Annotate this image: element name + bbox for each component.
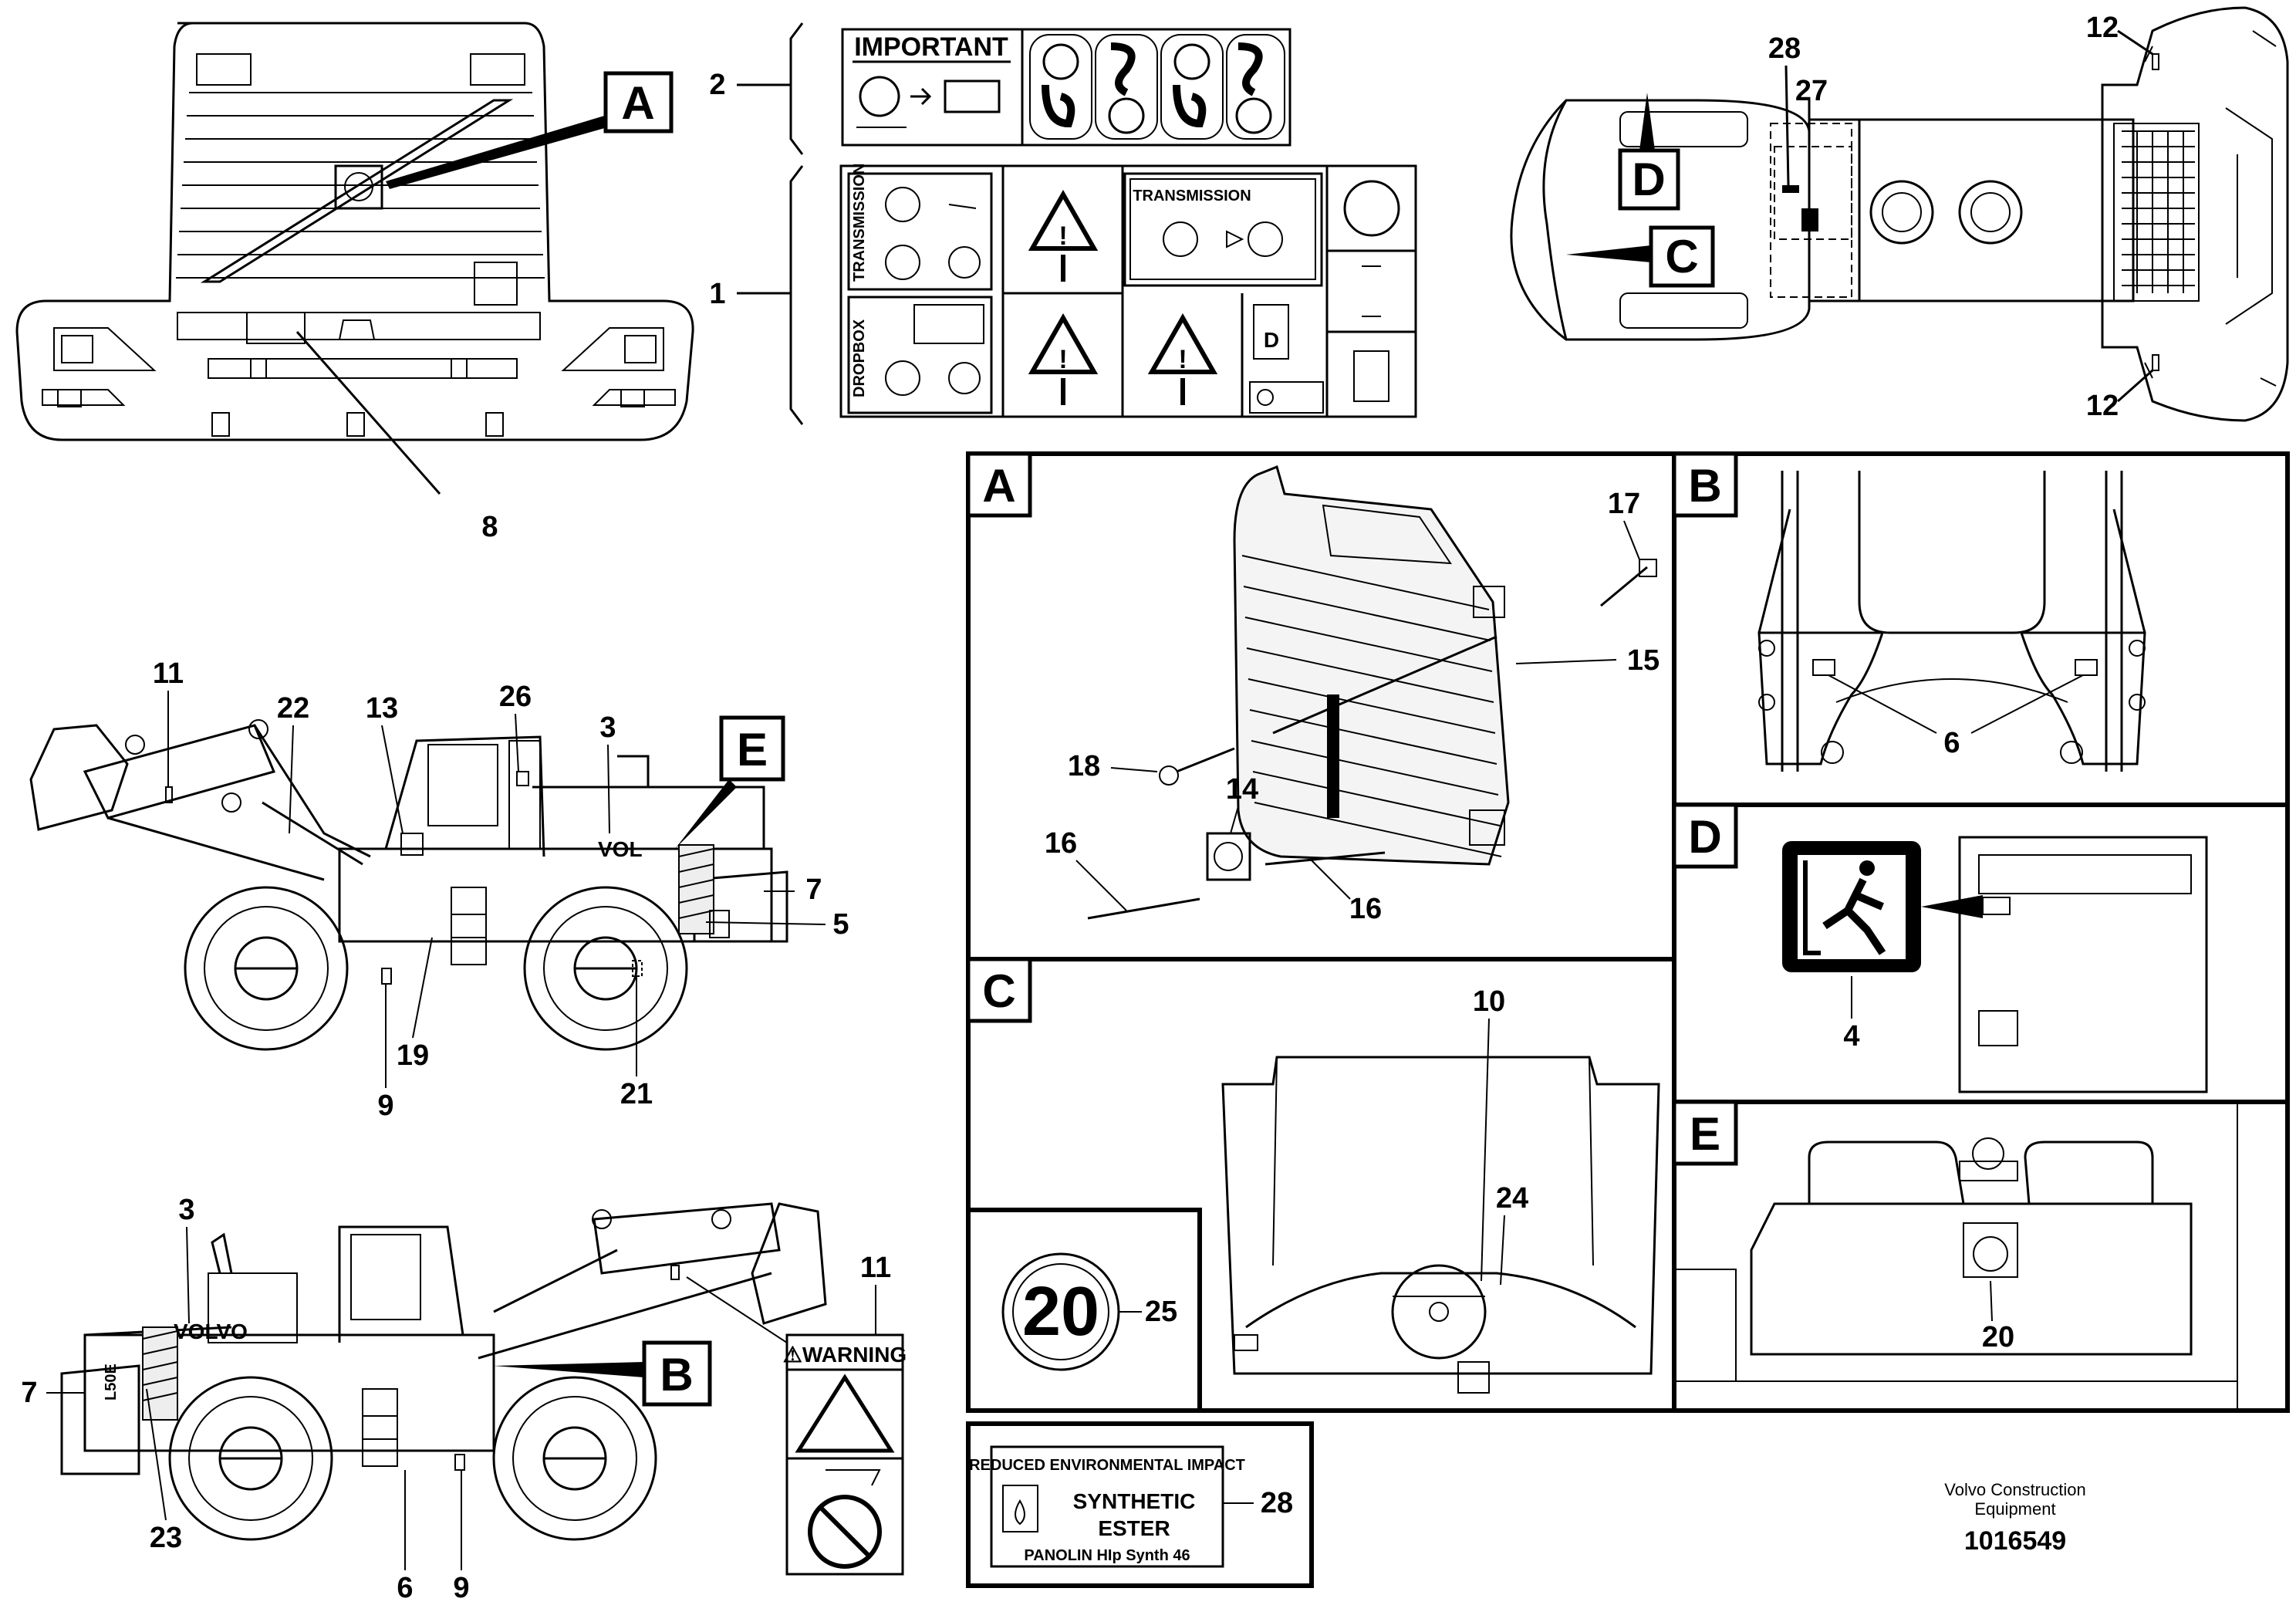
item-19: 19 — [397, 1039, 429, 1072]
item-1: 1 — [709, 278, 725, 310]
item-10: 10 — [1473, 985, 1505, 1018]
volvo-grille-logo — [334, 164, 383, 210]
item-13: 13 — [366, 692, 398, 725]
svg-text:!: ! — [1178, 345, 1187, 374]
warning-decal: ⚠WARNING — [783, 1333, 907, 1576]
item-28-top: 28 — [1768, 32, 1801, 65]
item-24: 24 — [1496, 1182, 1528, 1215]
transmission-vertical-label: TRANSMISSION — [851, 164, 868, 282]
item-16-right: 16 — [1349, 893, 1382, 925]
item-4: 4 — [1843, 1020, 1859, 1053]
env-line1: SYNTHETIC — [1073, 1489, 1196, 1513]
item-21: 21 — [620, 1078, 653, 1110]
item-12-top: 12 — [2086, 12, 2119, 44]
item-11-right: 11 — [860, 1252, 891, 1284]
detail-panel-c: C 10 24 20 25 — [966, 957, 1676, 1413]
drawing-number: 1016549 — [1964, 1526, 2066, 1556]
side-view-left: VOL E 11 22 13 26 3 — [29, 657, 849, 1122]
item-5: 5 — [832, 908, 849, 941]
svg-text:!: ! — [1059, 345, 1067, 374]
item-2: 2 — [709, 69, 725, 101]
speed-limit-label: 20 — [1022, 1273, 1099, 1350]
item-7-left: 7 — [805, 874, 822, 906]
item-6-detail: 6 — [1943, 727, 1960, 759]
item-9-left: 9 — [377, 1090, 393, 1122]
transmission-label: TRANSMISSION — [1133, 188, 1251, 204]
footer: Volvo Construction Equipment 1016549 — [1944, 1480, 2085, 1556]
env-oil: PANOLIN HIp Synth 46 — [1024, 1547, 1190, 1564]
callout-d-top: D — [1632, 154, 1665, 205]
item-9-right: 9 — [453, 1572, 469, 1604]
company-line2: Equipment — [1974, 1499, 2055, 1519]
model-label: L50E — [103, 1363, 120, 1401]
warning-triangles: ! ! ! — [1001, 166, 1218, 417]
item-8: 8 — [481, 511, 498, 543]
callout-a-front: A — [621, 77, 654, 129]
decal-set-2: 2 IMPORTANT — [709, 22, 1292, 155]
item-28: 28 — [1261, 1487, 1293, 1519]
company-line1: Volvo Construction — [1944, 1480, 2085, 1499]
callout-b: B — [660, 1349, 693, 1401]
brand-label-right: VOLVO — [174, 1320, 248, 1343]
item-7-right: 7 — [21, 1377, 37, 1409]
item-11-left: 11 — [153, 657, 184, 690]
detail-a-label: A — [982, 460, 1015, 512]
right-loader-wheels — [168, 1376, 657, 1541]
item-17: 17 — [1608, 488, 1640, 520]
item-14: 14 — [1226, 773, 1258, 806]
synthetic-ester-decal: REDUCED ENVIRONMENTAL IMPACT SYNTHETIC E… — [966, 1421, 1314, 1588]
item-12-bottom: 12 — [2086, 390, 2119, 422]
svg-text:!: ! — [1059, 221, 1067, 251]
item-20: 20 — [1982, 1321, 2014, 1353]
item-23: 23 — [150, 1522, 182, 1554]
item-6-side: 6 — [397, 1572, 413, 1604]
left-loader-wheels — [184, 886, 688, 1051]
detail-panel-b: B 6 — [1672, 451, 2290, 807]
detail-b-label: B — [1688, 460, 1721, 512]
detail-panel-e: E 20 — [1672, 1100, 2290, 1413]
item-16-left: 16 — [1045, 827, 1077, 860]
item-22: 22 — [277, 692, 309, 725]
detail-e-label: E — [1690, 1108, 1720, 1160]
side-view-right: VOLVO L50E B ⚠WARNING — [21, 1194, 907, 1604]
fuel-d-label: D — [1264, 328, 1279, 352]
top-view: D C 28 27 12 12 — [1510, 6, 2289, 422]
front-view: A 8 — [15, 22, 694, 543]
detail-panel-d: D 4 — [1672, 803, 2290, 1104]
item-27: 27 — [1795, 75, 1828, 107]
env-title: REDUCED ENVIRONMENTAL IMPACT — [969, 1457, 1245, 1474]
detail-panel-a: A 17 15 18 14 16 16 — [966, 451, 1676, 961]
item-3-right: 3 — [178, 1194, 194, 1226]
warning-label: ⚠WARNING — [783, 1343, 907, 1367]
env-line2: ESTER — [1098, 1516, 1170, 1540]
brand-label-left: VOL — [598, 837, 643, 861]
lifting-hook-icons — [1029, 34, 1285, 140]
item-25: 25 — [1145, 1296, 1177, 1328]
item-18: 18 — [1068, 750, 1100, 782]
decal-set-1: 1 TRANSMISSION DROPBOX ! ! ! — [709, 164, 1417, 425]
dropbox-vertical-label: DROPBOX — [851, 319, 868, 397]
detail-d-label: D — [1688, 811, 1721, 863]
callout-e: E — [737, 724, 768, 776]
callout-c-top: C — [1665, 231, 1698, 282]
detail-c-label: C — [982, 965, 1015, 1017]
item-3-left: 3 — [599, 711, 616, 744]
item-26: 26 — [499, 681, 532, 713]
important-label: IMPORTANT — [854, 32, 1008, 62]
item-15: 15 — [1627, 644, 1660, 677]
emergency-exit-icon — [1803, 860, 1886, 955]
